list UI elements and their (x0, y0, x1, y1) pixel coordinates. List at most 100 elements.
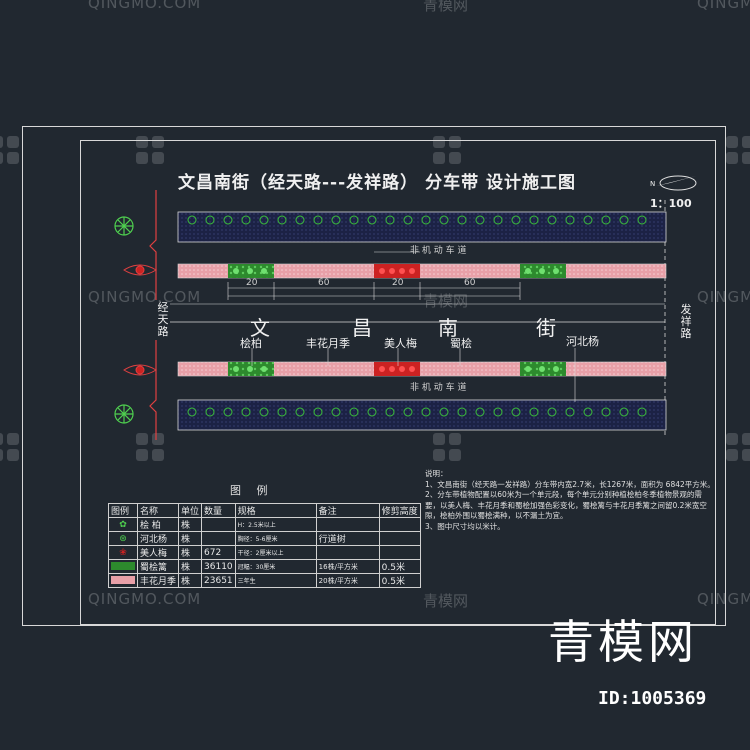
street-tree-symbol (457, 407, 467, 417)
street-tree-symbol (241, 407, 251, 417)
street-tree-symbol (403, 215, 413, 225)
watermark-text: 青模网 (423, 592, 469, 610)
watermark-text: 青模网 (423, 0, 469, 14)
legend-row: 蜀桧篱 株 36110 冠幅：30厘米 16株/平方米 0.5米 (108, 559, 421, 574)
street-name-char: 文 (250, 316, 270, 340)
watermark-text: QINGMO.COM (88, 590, 202, 608)
plant-label: 河北杨 (566, 335, 599, 348)
street-tree-symbol (367, 215, 377, 225)
median-plant-symbol (525, 268, 531, 274)
legend-row: ⊛ 河北杨 株 胸径：5-6厘米 行道树 (108, 531, 421, 546)
street-tree-symbol (475, 215, 485, 225)
street-tree-symbol (493, 407, 503, 417)
median-plant-symbol (409, 268, 415, 274)
street-tree-symbol (403, 407, 413, 417)
north-arrow-icon: N (650, 175, 697, 191)
dimension-label: 20 (246, 278, 258, 288)
street-name-char: 南 (438, 316, 458, 340)
street-tree-symbol (421, 215, 431, 225)
note-item: 3、图中尺寸均以米计。 (425, 521, 505, 531)
legend-title: 图 例 (230, 484, 274, 497)
median-plant-symbol (409, 366, 415, 372)
road-label-east: 发 祥 路 (680, 303, 692, 340)
street-tree-symbol (619, 407, 629, 417)
median-plant-symbol (233, 268, 239, 274)
street-name-char: 街 (536, 316, 556, 340)
street-tree-symbol (583, 215, 593, 225)
watermark-text: QINGMO.COM (697, 0, 750, 12)
legend-header-row: 图例 名称 单位 数量 规格 备注 修剪高度 (108, 503, 421, 518)
street-tree-symbol (619, 215, 629, 225)
drawing-title: 文昌南街（经天路---发祥路） 分车带 设计施工图 (178, 173, 577, 193)
note-item: 2、分车带植物配置以60米为一个单元段，每个单元分别种植桧柏冬季植物景观的需要，… (425, 490, 707, 520)
street-tree-symbol (277, 215, 287, 225)
street-tree-symbol (313, 407, 323, 417)
note-item: 1、文昌南街（经天路一发祥路）分车带内宽2.7米，长1267米，面积为 6842… (425, 479, 715, 489)
street-tree-symbol (457, 215, 467, 225)
lane-label-upper: 非 机 动 车 道 (410, 246, 467, 256)
street-tree-symbol (475, 407, 485, 417)
street-tree-symbol (187, 215, 197, 225)
legend-table: 图例 名称 单位 数量 规格 备注 修剪高度 ✿ 桧 柏 株 H：2.5米以上 … (108, 503, 421, 588)
street-tree-symbol (367, 407, 377, 417)
notes-heading: 说明： (425, 469, 448, 478)
road-label-west: 经 天 路 (157, 301, 169, 338)
resource-id: ID:1005369 (598, 688, 707, 709)
street-tree-symbol (331, 407, 341, 417)
street-tree-symbol (439, 407, 449, 417)
street-tree-symbol (349, 407, 359, 417)
street-tree-symbol (259, 407, 269, 417)
street-tree-symbol (529, 407, 539, 417)
street-tree-symbol (511, 215, 521, 225)
rose-swatch (108, 573, 138, 588)
street-tree-symbol (223, 407, 233, 417)
street-tree-symbol (601, 215, 611, 225)
median-plant-symbol (261, 366, 267, 372)
street-tree-symbol (295, 407, 305, 417)
street-tree-symbol (385, 407, 395, 417)
plant-label: 美人梅 (384, 337, 417, 350)
street-name-char: 昌 (352, 316, 372, 340)
street-tree-symbol (601, 407, 611, 417)
median-plant-symbol (379, 366, 385, 372)
street-tree-symbol (187, 407, 197, 417)
brand-logo-text: 青模网 (548, 615, 698, 669)
median-plant-symbol (539, 268, 545, 274)
watermark-text: QINGMO.COM (88, 0, 202, 12)
street-tree-symbol (223, 215, 233, 225)
street-tree-symbol (259, 215, 269, 225)
lane-label-lower: 非 机 动 车 道 (410, 383, 467, 393)
street-tree-symbol (439, 215, 449, 225)
dimension-label: 60 (464, 278, 476, 288)
drawing-frame-outer (22, 126, 726, 626)
median-plant-symbol (247, 268, 253, 274)
street-tree-symbol (349, 215, 359, 225)
plum-symbol-icon: ❀ (108, 545, 138, 560)
watermark-text: QINGMO.COM (697, 288, 750, 306)
street-tree-symbol (241, 215, 251, 225)
street-tree-symbol (205, 407, 215, 417)
dimension-label: 60 (318, 278, 330, 288)
legend-row: 丰花月季 株 23651 三年生 20株/平方米 0.5米 (108, 573, 421, 588)
street-tree-symbol (529, 215, 539, 225)
plant-label: 丰花月季 (306, 337, 350, 350)
design-notes: 说明： 1、文昌南街（经天路一发祥路）分车带内宽2.7米，长1267米，面积为 … (425, 469, 715, 532)
street-tree-symbol (331, 215, 341, 225)
plant-label: 桧柏 (240, 337, 262, 350)
plant-label: 蜀桧 (450, 337, 472, 350)
median-plant-symbol (247, 366, 253, 372)
street-tree-symbol (313, 215, 323, 225)
hedge-swatch (108, 559, 138, 574)
legend-row: ✿ 桧 柏 株 H：2.5米以上 (108, 517, 421, 532)
median-plant-symbol (399, 366, 405, 372)
street-tree-symbol (565, 215, 575, 225)
street-tree-symbol (565, 407, 575, 417)
median-plant-symbol (553, 268, 559, 274)
street-tree-symbol (385, 215, 395, 225)
street-tree-symbol (637, 215, 647, 225)
street-tree-symbol (637, 407, 647, 417)
street-tree-symbol (547, 407, 557, 417)
dimension-label: 20 (392, 278, 404, 288)
svg-text:N: N (650, 180, 655, 188)
